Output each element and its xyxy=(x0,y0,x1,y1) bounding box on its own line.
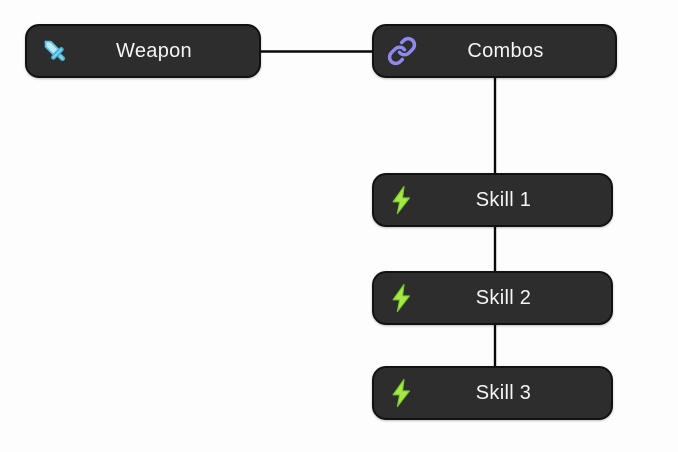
sword-icon xyxy=(39,35,71,67)
node-combos-label: Combos xyxy=(467,39,544,62)
node-combos[interactable]: Combos xyxy=(372,24,617,78)
node-weapon-label: Weapon xyxy=(116,39,192,62)
node-skill-1-label: Skill 1 xyxy=(475,188,532,211)
node-skill-2[interactable]: Skill 2 xyxy=(372,271,613,325)
node-skill-3[interactable]: Skill 3 xyxy=(372,366,613,420)
node-skill-1[interactable]: Skill 1 xyxy=(372,173,613,227)
node-skill-2-label: Skill 2 xyxy=(475,286,532,309)
node-skill-3-label: Skill 3 xyxy=(475,381,532,404)
lightning-icon xyxy=(386,377,418,409)
lightning-icon xyxy=(386,184,418,216)
node-weapon[interactable]: Weapon xyxy=(25,24,261,78)
link-icon xyxy=(386,35,418,67)
lightning-icon xyxy=(386,282,418,314)
